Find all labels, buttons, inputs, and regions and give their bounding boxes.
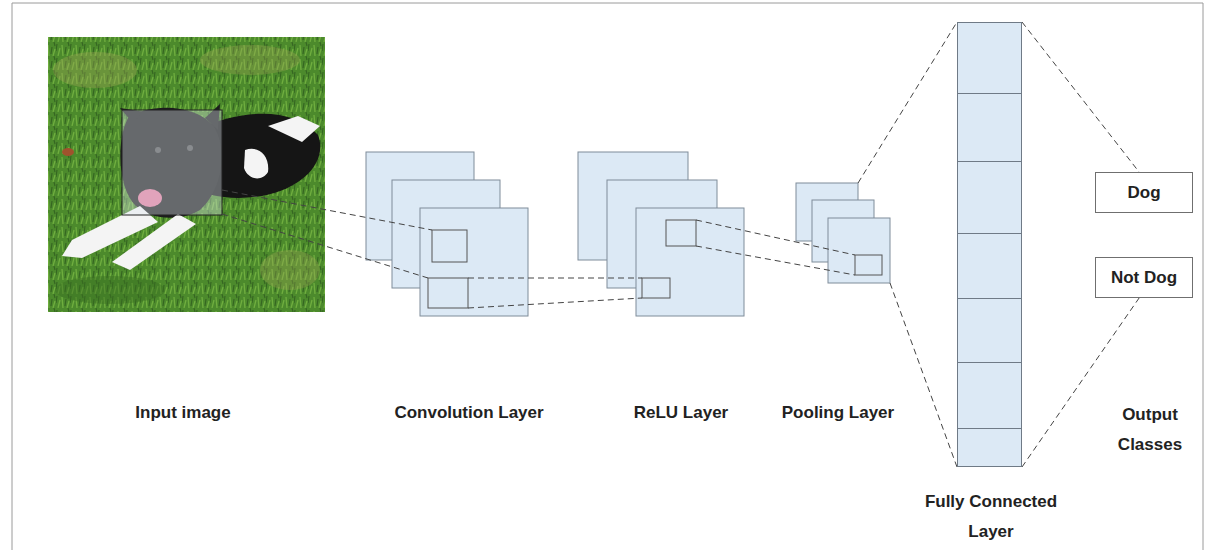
cell-divider <box>958 233 1021 234</box>
feature-map <box>420 208 528 316</box>
grass-patch <box>53 52 137 88</box>
label-anchor: Output Classes <box>1100 400 1200 460</box>
input-image: Input image <box>48 37 325 312</box>
pooling-layer: Pooling Layer <box>796 183 890 283</box>
cell-divider <box>958 161 1021 162</box>
kernel-window <box>666 220 696 246</box>
class-label: Not Dog <box>1111 268 1177 288</box>
projection-lines <box>222 190 855 308</box>
feature-map <box>636 208 744 316</box>
kernel-window <box>432 230 467 262</box>
dog-head <box>120 108 221 218</box>
layer-label: Pooling Layer <box>763 398 913 428</box>
projection-line <box>468 278 642 279</box>
receptive-field <box>122 110 222 215</box>
projection-line <box>222 214 428 278</box>
cell-divider <box>958 93 1021 94</box>
feature-map <box>828 218 890 283</box>
relu-layer: ReLU Layer <box>578 152 744 316</box>
output-class-box: Dog <box>1095 172 1193 213</box>
convolution-layer: Convolution Layer <box>366 152 528 316</box>
axis-label: Output Classes <box>1100 400 1200 460</box>
kernel-window <box>642 278 670 298</box>
layer-label: ReLU Layer <box>601 398 761 428</box>
layer-label: Convolution Layer <box>359 398 579 428</box>
layer-label: Input image <box>83 398 283 428</box>
dog-hind-leg <box>268 116 320 142</box>
projection-line <box>696 246 855 275</box>
dog-front-leg <box>112 214 196 270</box>
frame-line <box>12 3 13 550</box>
output-class-box: Not Dog <box>1095 257 1193 298</box>
cell-divider <box>958 298 1021 299</box>
projection-line <box>696 220 855 255</box>
frame-line <box>12 3 1203 4</box>
layer-label: Fully Connected Layer <box>916 487 1066 547</box>
grass-patch <box>260 250 320 290</box>
grass-patch <box>200 45 300 75</box>
dog-photo <box>48 37 325 312</box>
kernel-window <box>855 255 882 275</box>
cell-divider <box>958 428 1021 429</box>
grass-ground <box>48 37 325 312</box>
pooling-maps <box>796 183 890 283</box>
dashed-connector <box>1022 22 1139 172</box>
dog-white-patch <box>244 149 268 179</box>
leaf <box>62 148 74 156</box>
kernel-window <box>428 278 468 308</box>
dashed-connector <box>858 22 957 467</box>
fully-connected-layer: Fully Connected Layer <box>957 22 1022 467</box>
grass-patch <box>55 276 165 304</box>
convolution-maps <box>366 152 528 316</box>
cell-divider <box>958 362 1021 363</box>
kernel-windows <box>428 220 882 308</box>
relu-maps <box>578 152 744 316</box>
frame-line <box>1203 3 1204 550</box>
projection-line <box>468 298 642 308</box>
class-label: Dog <box>1127 183 1160 203</box>
